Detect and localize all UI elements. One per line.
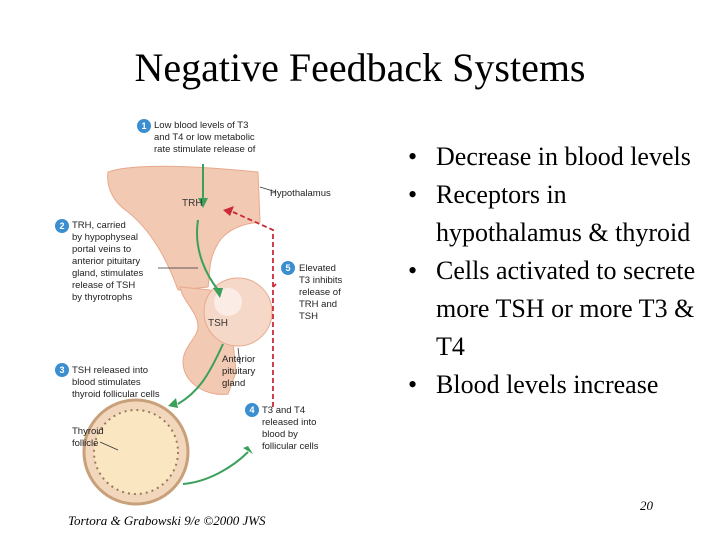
arrow-trh-to-pituitary xyxy=(196,219,219,291)
bullet-item: Blood levels increase xyxy=(408,366,718,404)
step-badge-4: 4 xyxy=(245,403,259,417)
anterior-pituitary-label: Anterior pituitary gland xyxy=(222,354,258,389)
bullet-item: Decrease in blood levels xyxy=(408,138,718,176)
step-2-text: TRH, carried by hypophyseal portal veins… xyxy=(72,220,146,303)
slide-number: 20 xyxy=(640,498,653,513)
step-4-text: T3 and T4 released into blood by follicu… xyxy=(262,405,319,452)
step-badge-2: 2 xyxy=(55,219,69,233)
step-badge-3: 3 xyxy=(55,363,69,377)
hypothalamus-label: Hypothalamus xyxy=(270,188,331,199)
bullet-list: Decrease in blood levels Receptors in hy… xyxy=(408,138,718,404)
svg-text:5: 5 xyxy=(285,263,290,273)
hypothalamus-pituitary-thyroid-diagram: 1 2 3 4 5 Low blood levels of T3 and T4 … xyxy=(55,119,345,506)
arrow-head xyxy=(243,446,253,454)
svg-text:4: 4 xyxy=(249,405,254,415)
leader-line xyxy=(259,186,277,193)
arrow-head xyxy=(223,206,234,216)
slide-title: Negative Feedback Systems xyxy=(134,45,586,90)
arrow-head xyxy=(168,398,178,408)
svg-text:3: 3 xyxy=(59,365,64,375)
step-1-text: Low blood levels of T3 and T4 or low met… xyxy=(154,120,257,155)
arrow-thyroid-to-blood xyxy=(182,451,249,485)
svg-text:1: 1 xyxy=(141,121,146,131)
follicle-colloid xyxy=(93,409,179,495)
feedback-inhibition-path xyxy=(232,211,274,407)
svg-text:2: 2 xyxy=(59,221,64,231)
feedback-to-pituitary xyxy=(272,283,277,288)
arrow-tsh-to-thyroid xyxy=(177,343,224,405)
leader-line xyxy=(99,441,119,451)
trh-label: TRH xyxy=(182,198,203,209)
step-5-text: Elevated T3 inhibits release of TRH and … xyxy=(299,263,345,322)
thyroid-follicle-label: Thyroid follicle xyxy=(72,426,106,449)
tsh-label: TSH xyxy=(208,318,228,329)
leader-line xyxy=(237,347,241,365)
arrow-head xyxy=(213,288,223,298)
arrow-head xyxy=(198,198,208,208)
hypothalamus-tissue xyxy=(107,165,261,291)
bullet-item: Cells activated to secrete more TSH or m… xyxy=(408,252,718,366)
bullet-item: Receptors in hypothalamus & thyroid xyxy=(408,176,718,252)
image-credit: Tortora & Grabowski 9/e ©2000 JWS xyxy=(68,513,266,528)
step-badge-1: 1 xyxy=(137,119,151,133)
step-3-text: TSH released into blood stimulates thyro… xyxy=(72,365,160,400)
gland-highlight xyxy=(214,288,242,316)
step-badge-5: 5 xyxy=(281,261,295,275)
